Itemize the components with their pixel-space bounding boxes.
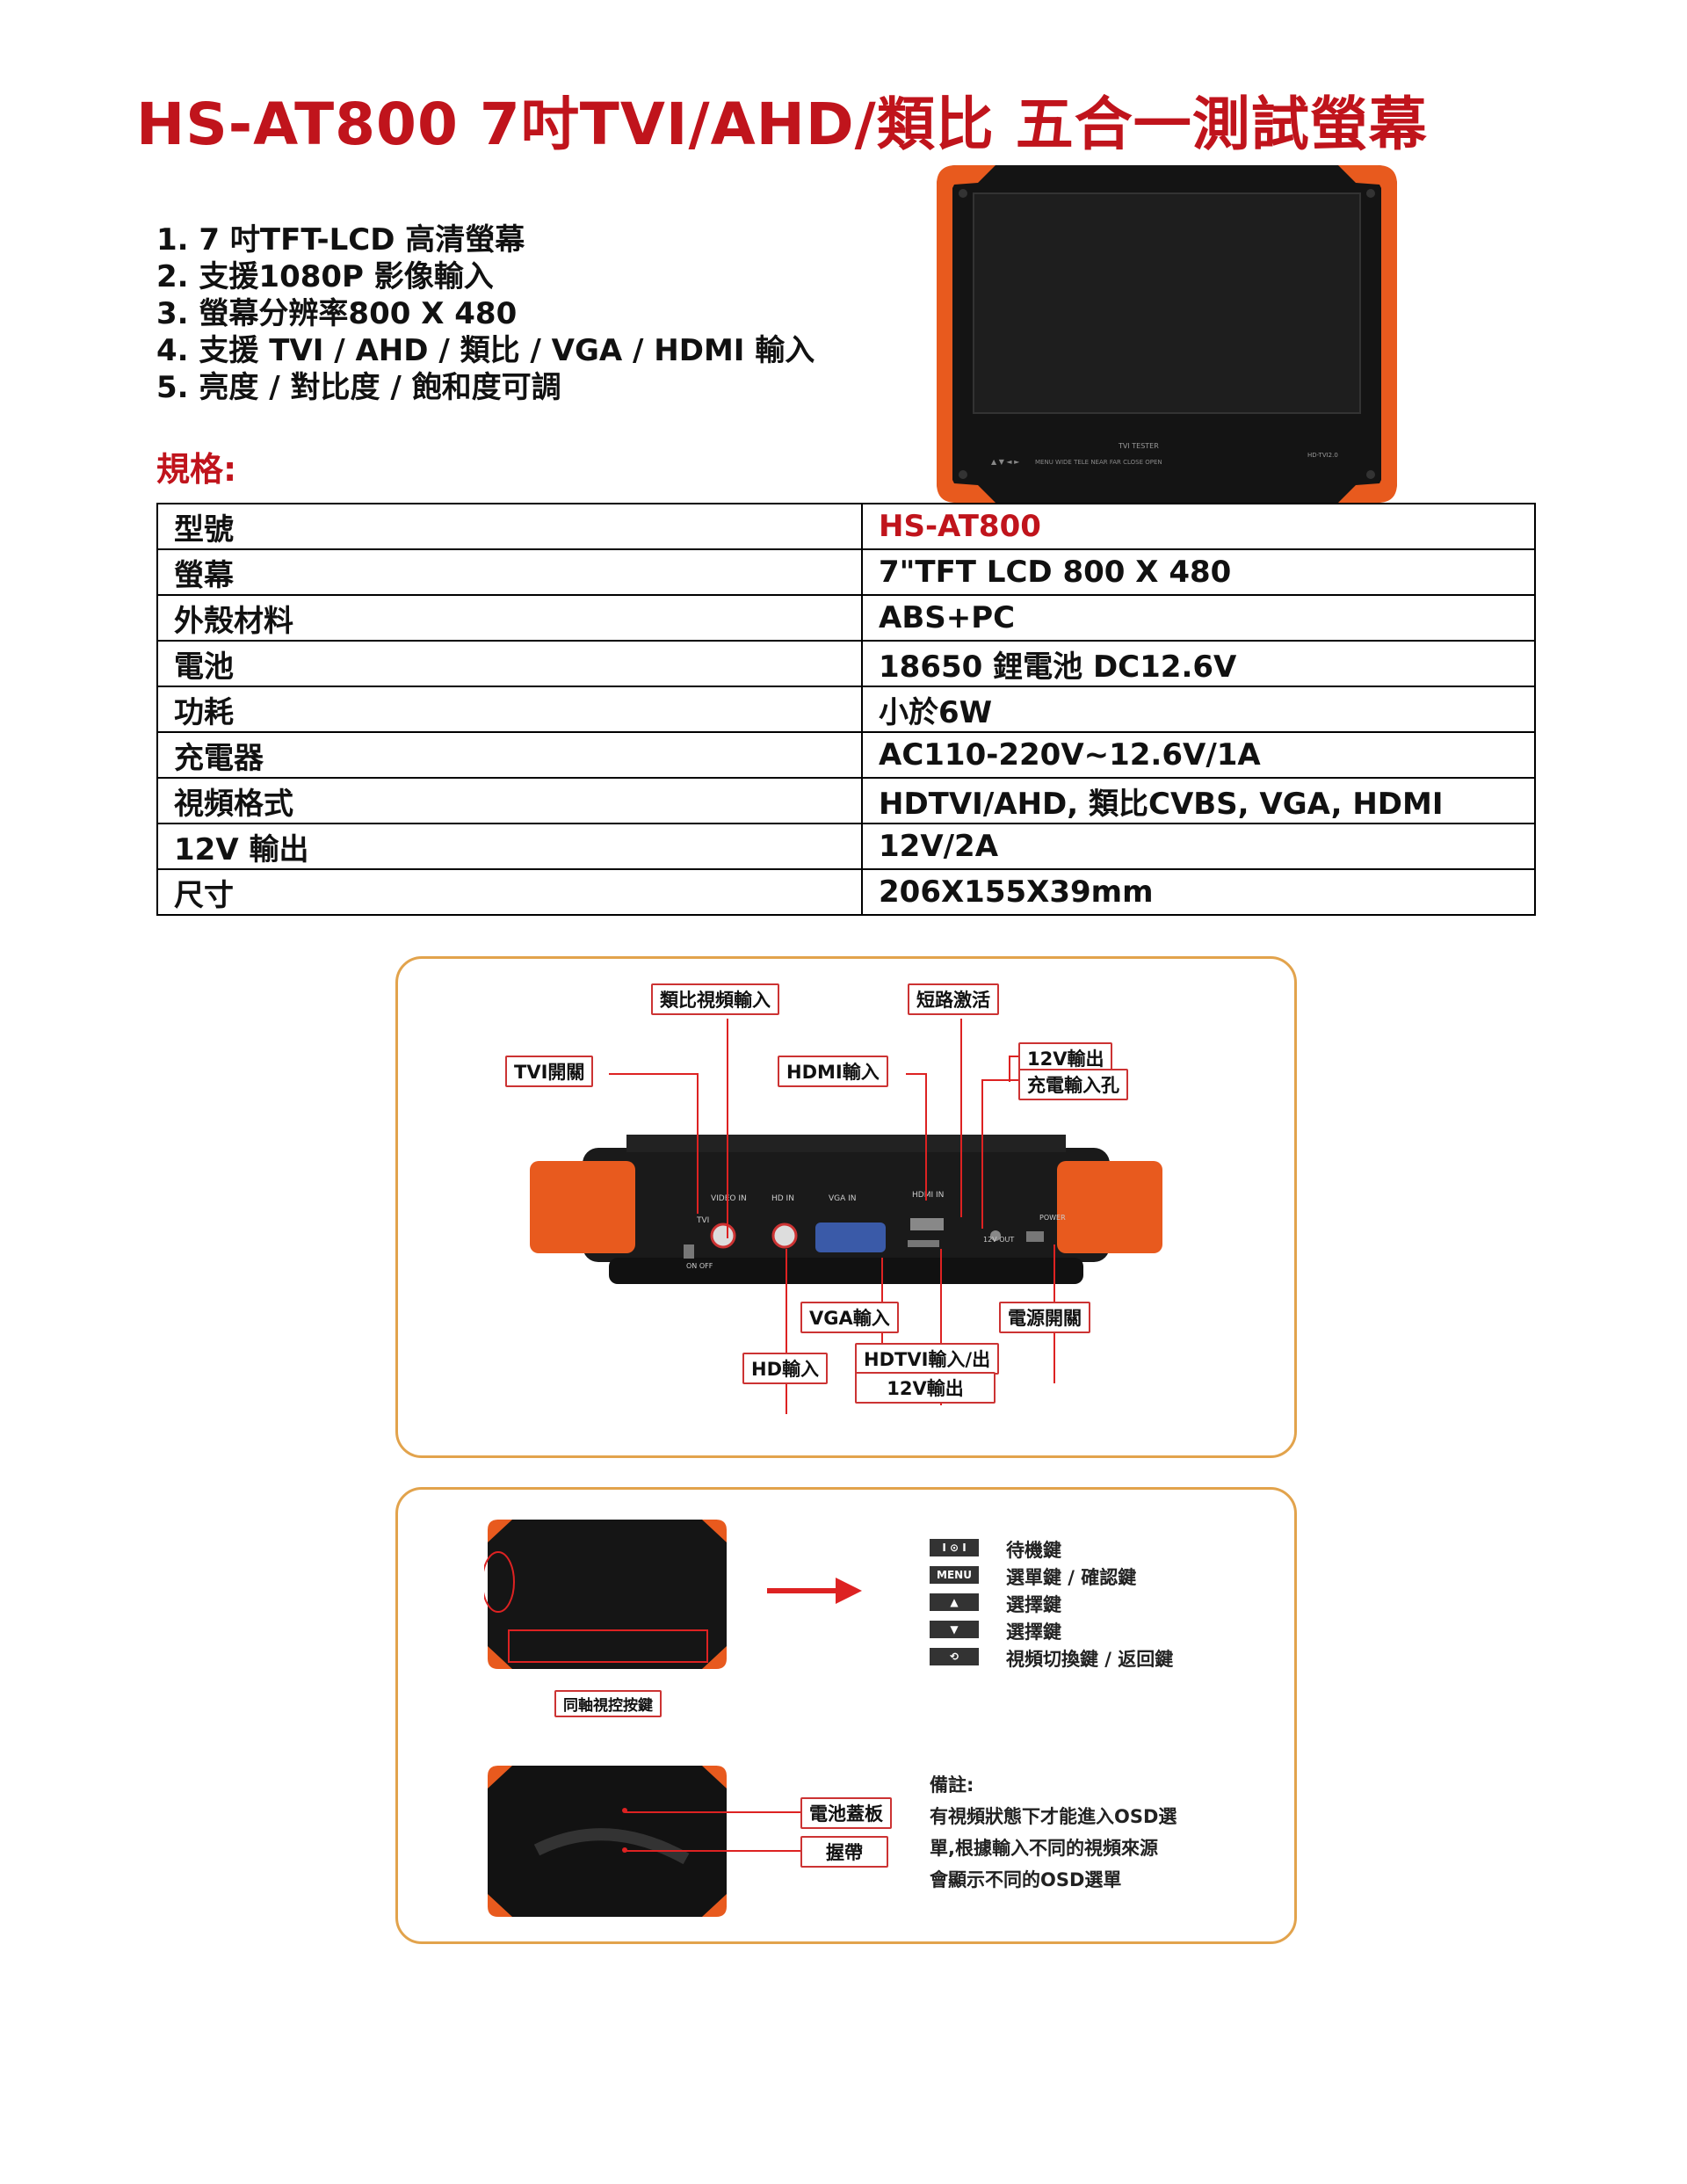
table-row: 功耗 小於6W bbox=[156, 686, 1536, 733]
spec-key: 12V 輸出 bbox=[156, 823, 863, 870]
device-label-on-off: ON OFF bbox=[686, 1262, 713, 1270]
standby-key-icon: I ⊙ I bbox=[930, 1539, 979, 1556]
table-row: 尺寸 206X155X39mm bbox=[156, 868, 1536, 916]
device-label-tvi: TVI bbox=[697, 1216, 710, 1225]
device-label-power: POWER bbox=[1039, 1214, 1066, 1222]
model-label: HD-TVI2.0 bbox=[1307, 452, 1338, 459]
spec-key: 尺寸 bbox=[156, 868, 863, 916]
tag-short-activate: 短路激活 bbox=[908, 983, 999, 1015]
menu-key-icon: MENU bbox=[930, 1566, 979, 1584]
note-line: 會顯示不同的OSD選單 bbox=[930, 1869, 1122, 1890]
tag-hdtvi-io: HDTVI輸入/出 bbox=[855, 1343, 1000, 1375]
spec-key: 螢幕 bbox=[156, 548, 863, 596]
spec-key: 功耗 bbox=[156, 686, 863, 733]
device-label-video-in: VIDEO IN bbox=[711, 1194, 747, 1203]
down-key-icon: ▼ bbox=[930, 1621, 979, 1638]
spec-key: 型號 bbox=[156, 503, 863, 550]
spec-value: 小於6W bbox=[861, 686, 1536, 733]
feature-list: 1. 7 吋TFT-LCD 高清螢幕 2. 支援1080P 影像輸入 3. 螢幕… bbox=[156, 221, 815, 406]
feature-item: 4. 支援 TVI / AHD / 類比 / VGA / HDMI 輸入 bbox=[156, 333, 815, 368]
note-line: 單,根據輸入不同的視頻來源 bbox=[930, 1838, 1158, 1859]
key-label-up: 選擇鍵 bbox=[1006, 1594, 1061, 1615]
device-label-vga-in: VGA IN bbox=[829, 1194, 857, 1203]
table-row: 電池 18650 鋰電池 DC12.6V bbox=[156, 640, 1536, 687]
spec-key: 外殼材料 bbox=[156, 594, 863, 642]
monitor-front-small-graphic bbox=[484, 1520, 727, 1669]
spec-key: 電池 bbox=[156, 640, 863, 687]
front-button-labels: MENU WIDE TELE NEAR FAR CLOSE OPEN bbox=[1035, 459, 1162, 466]
spec-value: 206X155X39mm bbox=[861, 868, 1536, 916]
tag-power-switch: 電源開關 bbox=[999, 1302, 1090, 1333]
table-row: 12V 輸出 12V/2A bbox=[156, 823, 1536, 870]
device-label-hd-in: HD IN bbox=[771, 1194, 794, 1203]
table-row: 型號 HS-AT800 bbox=[156, 503, 1536, 550]
tag-battery-cover: 電池蓋板 bbox=[800, 1797, 892, 1829]
table-row: 充電器 AC110-220V~12.6V/1A bbox=[156, 731, 1536, 779]
spec-table: 型號 HS-AT800 螢幕 7"TFT LCD 800 X 480 外殼材料 … bbox=[156, 503, 1536, 916]
tag-coax-control-keys: 同軸視控按鍵 bbox=[554, 1690, 662, 1717]
tag-vga-input: VGA輸入 bbox=[800, 1302, 899, 1333]
switch-key-icon: ⟲ bbox=[930, 1648, 979, 1665]
spec-value: 12V/2A bbox=[861, 823, 1536, 870]
spec-value: ABS+PC bbox=[861, 594, 1536, 642]
monitor-front-graphic: ▲ ▼ ◄ ► MENU WIDE TELE NEAR FAR CLOSE OP… bbox=[937, 165, 1397, 503]
spec-value: HDTVI/AHD, 類比CVBS, VGA, HDMI bbox=[861, 777, 1536, 824]
feature-item: 3. 螢幕分辨率800 X 480 bbox=[156, 296, 518, 331]
monitor-rear-graphic bbox=[488, 1766, 727, 1917]
device-label-12v-out: 12V OUT bbox=[983, 1236, 1015, 1244]
feature-item: 5. 亮度 / 對比度 / 飽和度可調 bbox=[156, 370, 561, 405]
key-label-menu: 選單鍵 / 確認鍵 bbox=[1006, 1567, 1137, 1588]
table-row: 外殼材料 ABS+PC bbox=[156, 594, 1536, 642]
spec-key: 視頻格式 bbox=[156, 777, 863, 824]
tag-tvi-switch: TVI開關 bbox=[505, 1056, 594, 1087]
table-row: 螢幕 7"TFT LCD 800 X 480 bbox=[156, 548, 1536, 596]
device-label-hdmi-in: HDMI IN bbox=[912, 1191, 945, 1200]
tag-analog-video-input: 類比視頻輸入 bbox=[651, 983, 779, 1015]
svg-text:▲ ▼ ◄ ►: ▲ ▼ ◄ ► bbox=[991, 458, 1020, 466]
tag-hd-input: HD輸入 bbox=[742, 1353, 829, 1384]
tag-strap: 握帶 bbox=[800, 1836, 888, 1868]
spec-value: AC110-220V~12.6V/1A bbox=[861, 731, 1536, 779]
arrow-right-icon bbox=[767, 1578, 862, 1604]
feature-item: 1. 7 吋TFT-LCD 高清螢幕 bbox=[156, 222, 525, 258]
note-line: 有視頻狀態下才能進入OSD選 bbox=[930, 1806, 1177, 1827]
tag-12v-output-b: 12V輸出 bbox=[855, 1372, 996, 1404]
key-label-switch: 視頻切換鍵 / 返回鍵 bbox=[1006, 1649, 1174, 1670]
spec-key: 充電器 bbox=[156, 731, 863, 779]
key-label-down: 選擇鍵 bbox=[1006, 1622, 1061, 1643]
spec-value: 7"TFT LCD 800 X 480 bbox=[861, 548, 1536, 596]
ports-diagram-panel: TVI ON OFF VIDEO IN HD IN VGA IN HDMI IN… bbox=[395, 956, 1297, 1458]
keys-diagram-panel: 同軸視控按鍵 I ⊙ I 待機鍵 MENU 選單鍵 / 確認鍵 ▲ 選擇鍵 ▼ … bbox=[395, 1487, 1297, 1944]
note-title: 備註: bbox=[930, 1774, 974, 1796]
up-key-icon: ▲ bbox=[930, 1593, 979, 1611]
table-row: 視頻格式 HDTVI/AHD, 類比CVBS, VGA, HDMI bbox=[156, 777, 1536, 824]
product-front-image: ▲ ▼ ◄ ► MENU WIDE TELE NEAR FAR CLOSE OP… bbox=[930, 158, 1404, 510]
key-label-standby: 待機鍵 bbox=[1006, 1540, 1061, 1561]
device-side-graphic bbox=[530, 1135, 1162, 1284]
feature-item: 2. 支援1080P 影像輸入 bbox=[156, 259, 494, 294]
brand-label: TVI TESTER bbox=[1118, 442, 1159, 450]
spec-value: HS-AT800 bbox=[861, 503, 1536, 550]
spec-heading: 規格: bbox=[156, 450, 237, 489]
spec-value: 18650 鋰電池 DC12.6V bbox=[861, 640, 1536, 687]
tag-charge-input: 充電輸入孔 bbox=[1018, 1069, 1128, 1100]
tag-hdmi-input: HDMI輸入 bbox=[778, 1056, 888, 1087]
page-title: HS-AT800 7吋TVI/AHD/類比 五合一測試螢幕 bbox=[136, 91, 1428, 158]
